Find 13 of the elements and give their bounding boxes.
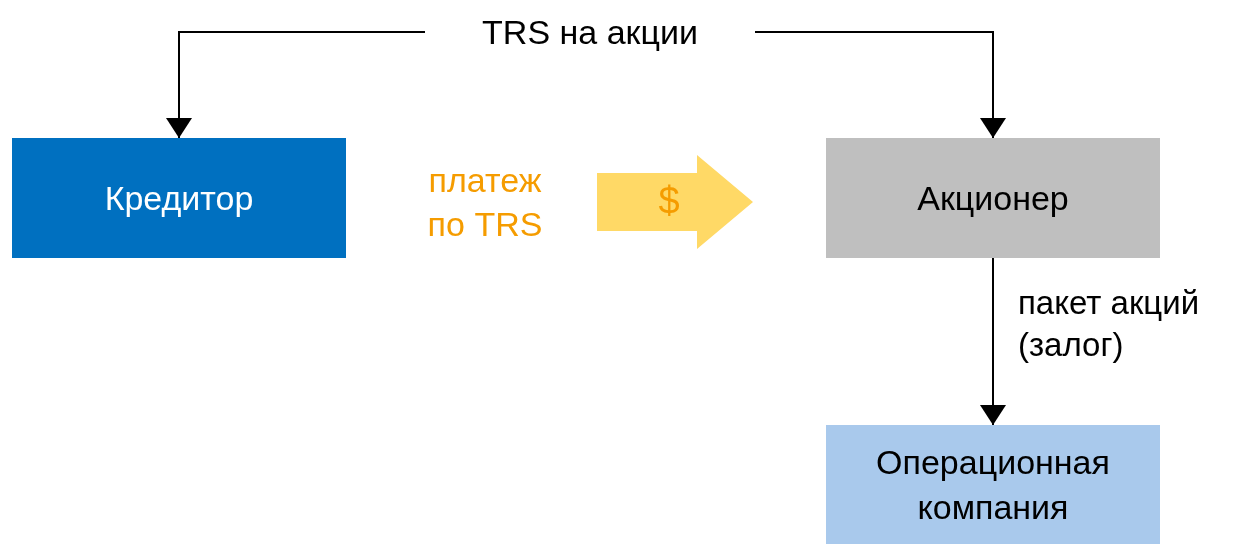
creditor-box xyxy=(12,138,346,258)
edge-label: пакет акций (залог) xyxy=(1018,282,1201,366)
company-box xyxy=(826,425,1160,544)
node-label: Операционная компания xyxy=(875,442,1111,528)
arrow xyxy=(754,31,1006,139)
arrow xyxy=(980,257,1006,426)
node-label: Акционер xyxy=(917,177,1069,219)
shareholder-box xyxy=(826,138,1160,258)
payment-label: платеж по TRS xyxy=(426,160,544,245)
arrow xyxy=(166,31,426,139)
title-label: TRS на акции xyxy=(482,11,698,53)
node-label: Кредитор xyxy=(104,177,254,219)
dollar-sign: $ xyxy=(658,179,680,225)
